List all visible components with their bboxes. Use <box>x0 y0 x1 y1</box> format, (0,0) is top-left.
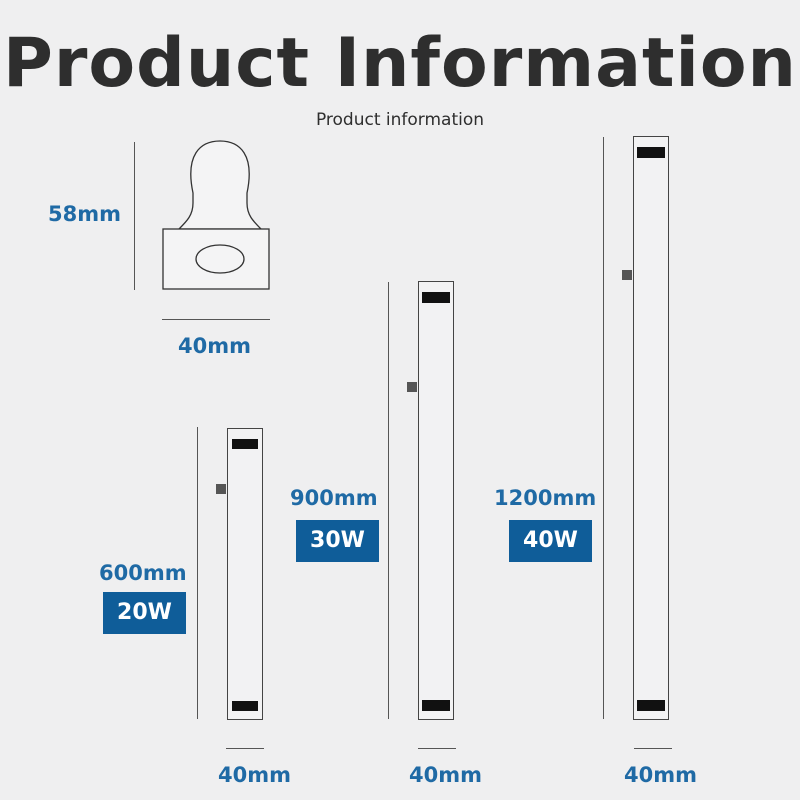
lamp-1200-width-line <box>634 748 672 749</box>
end-cap-icon <box>162 140 270 290</box>
lamp-600-top-cap <box>232 439 258 449</box>
page-title: Product Information <box>3 24 797 103</box>
lamp-1200-width-label: 40mm <box>624 763 697 787</box>
lamp-1200-top-cap <box>637 147 665 158</box>
lamp-1200-length-line <box>603 137 604 719</box>
lamp-600-width-line <box>226 748 264 749</box>
lamp-900-top-cap <box>422 292 450 303</box>
lamp-900-bottom-cap <box>422 700 450 711</box>
page-subtitle: Product information <box>315 110 485 130</box>
end-cap-width-line <box>162 319 270 320</box>
lamp-1200-indicator-icon <box>622 270 632 280</box>
lamp-900-power-badge: 30W <box>296 520 379 562</box>
lamp-900-length-line <box>388 282 389 719</box>
lamp-1200-power-badge: 40W <box>509 520 592 562</box>
lamp-900-width-label: 40mm <box>409 763 482 787</box>
lamp-600-width-label: 40mm <box>218 763 291 787</box>
lamp-900-indicator-icon <box>407 382 417 392</box>
lamp-600-bottom-cap <box>232 701 258 711</box>
lamp-1200-tube <box>633 136 669 720</box>
lamp-600-indicator-icon <box>216 484 226 494</box>
lamp-900-length-label: 900mm <box>290 486 378 510</box>
lamp-600-length-line <box>197 427 198 719</box>
lamp-900-tube <box>418 281 454 720</box>
lamp-900-width-line <box>418 748 456 749</box>
lamp-600-tube <box>227 428 263 720</box>
end-cap-height-line <box>134 142 135 290</box>
lamp-1200-bottom-cap <box>637 700 665 711</box>
end-cap-width-label: 40mm <box>178 334 251 358</box>
lamp-1200-length-label: 1200mm <box>494 486 597 510</box>
end-cap-height-label: 58mm <box>48 202 121 226</box>
lamp-600-power-badge: 20W <box>103 592 186 634</box>
lamp-600-length-label: 600mm <box>99 561 187 585</box>
